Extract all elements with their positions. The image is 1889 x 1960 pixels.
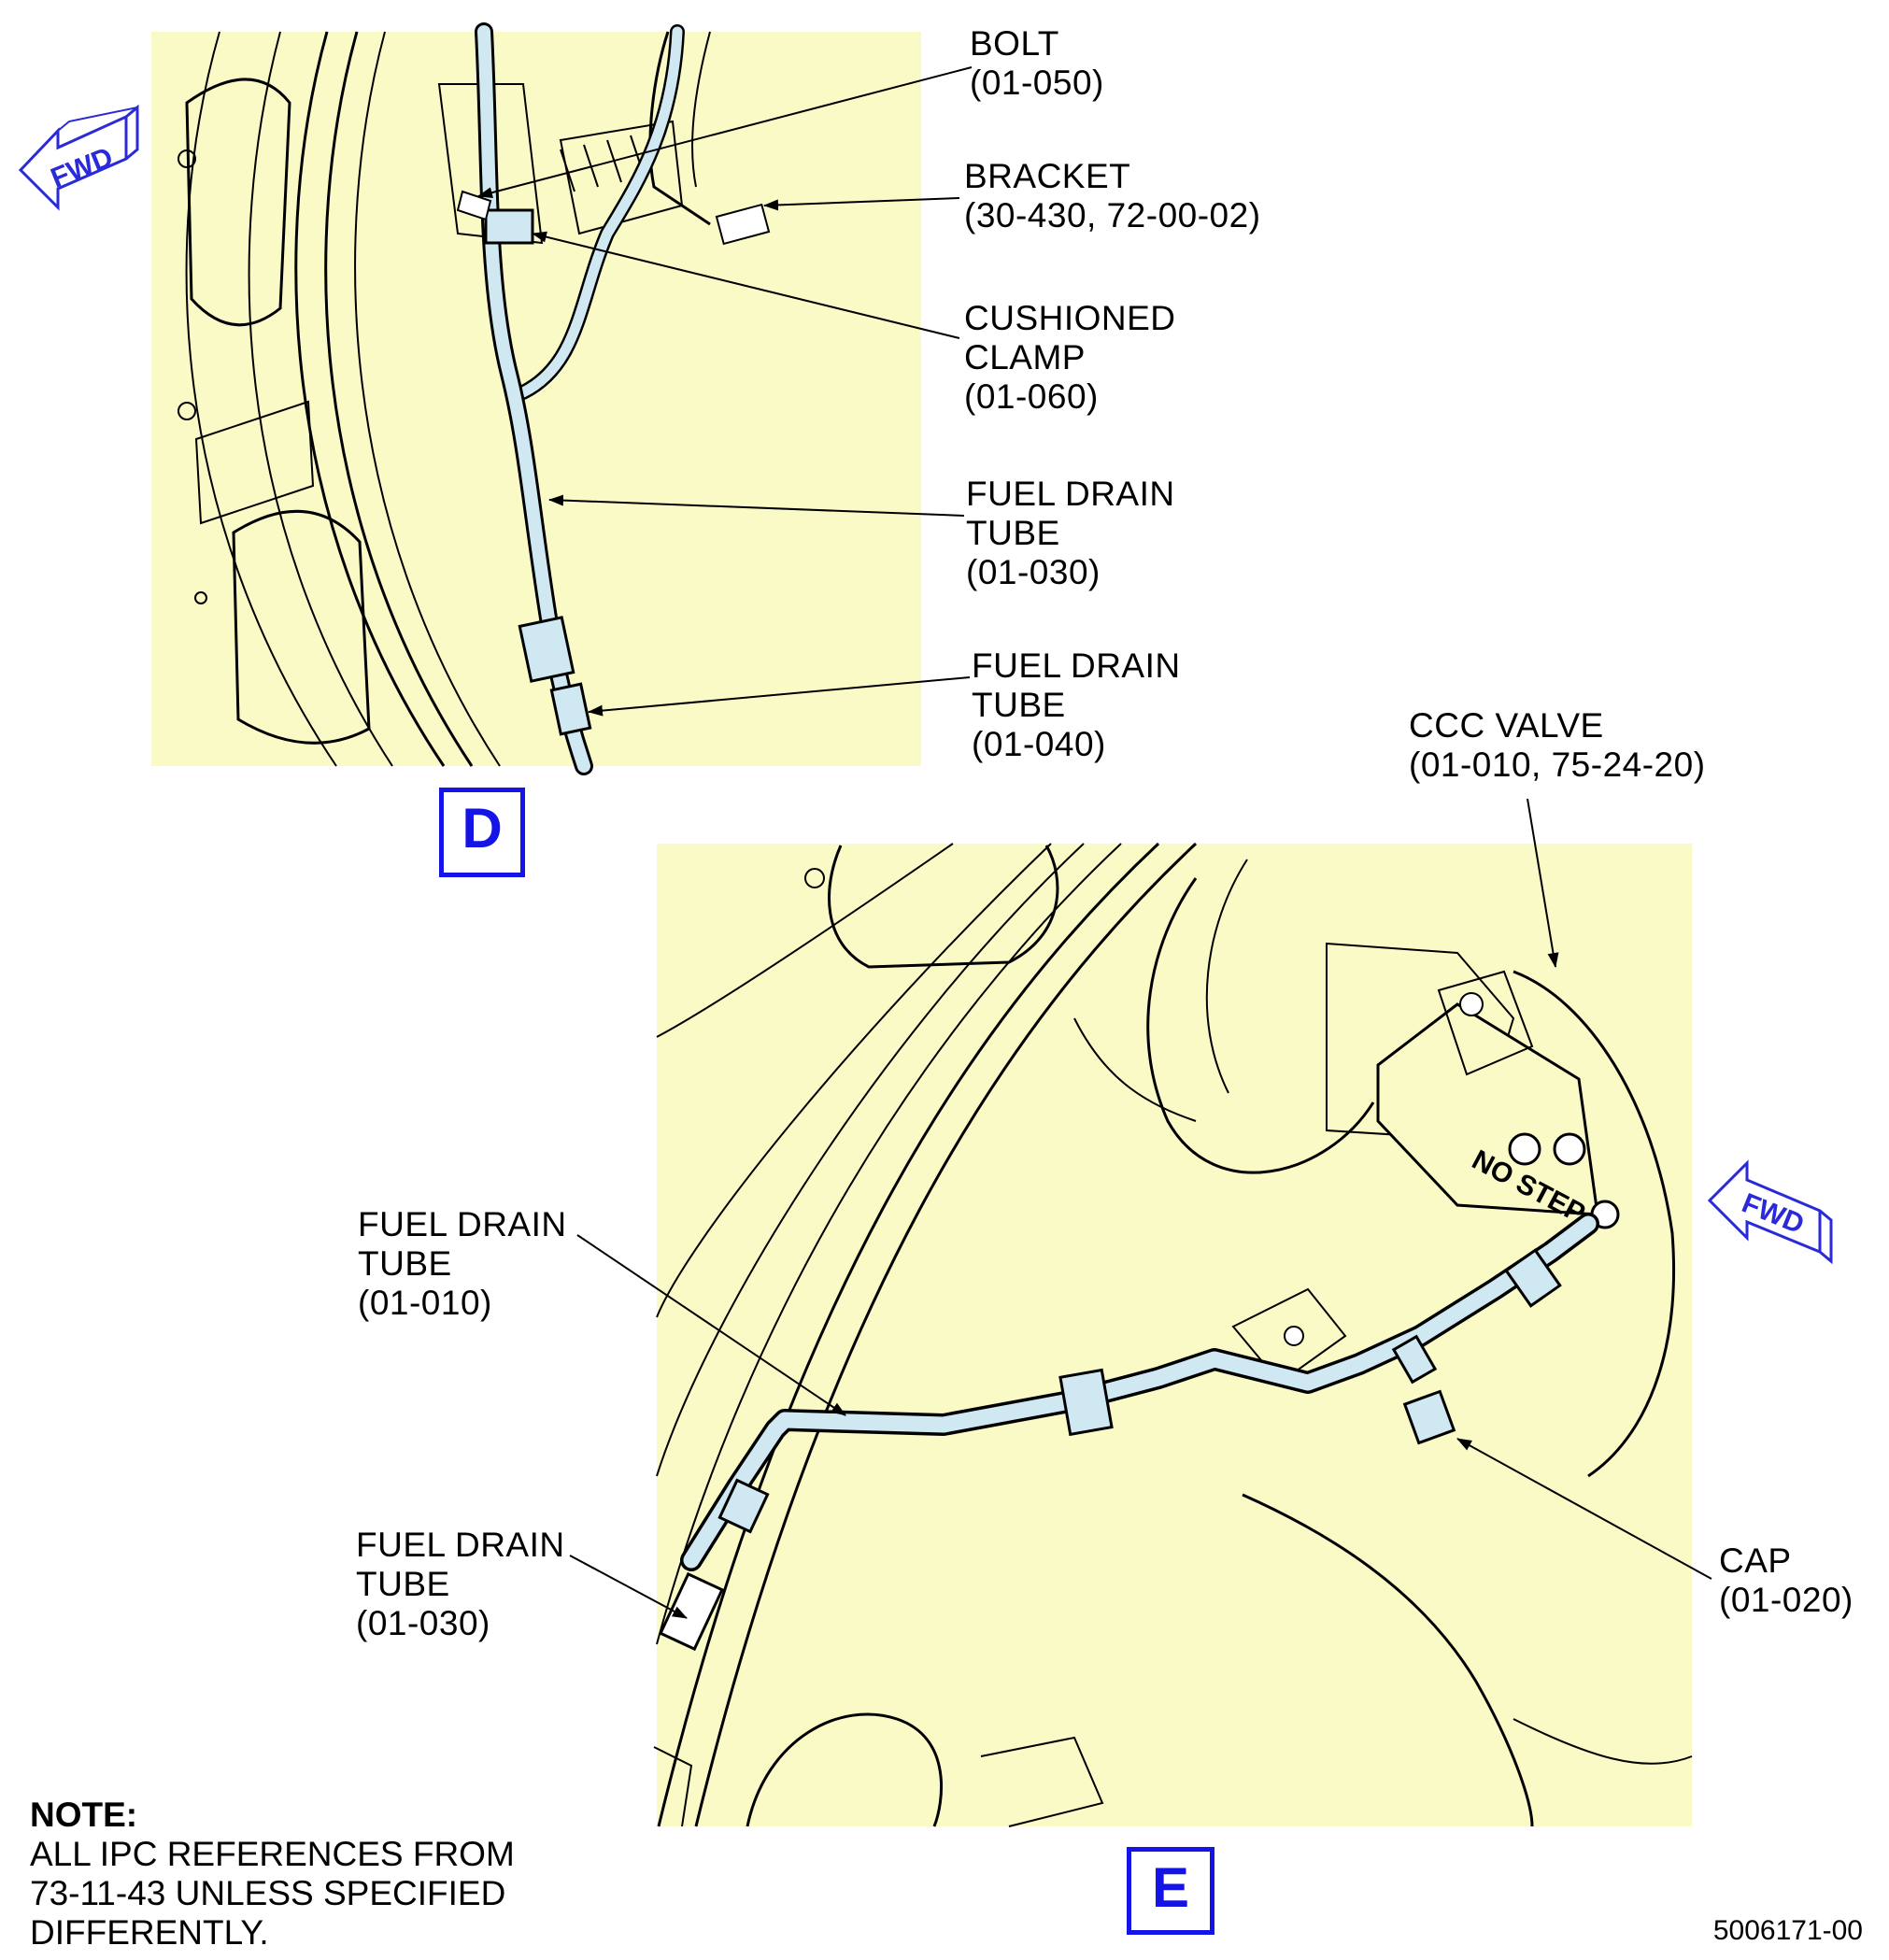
callout-fuel-drain-tube-01-010: FUEL DRAIN TUBE (01-010) [358,1205,567,1322]
general-note: NOTE: ALL IPC REFERENCES FROM 73-11-43 U… [30,1796,515,1953]
view-label-e: E [1127,1847,1214,1935]
callout-ccc-valve: CCC VALVE (01-010, 75-24-20) [1409,706,1706,784]
callout-bolt: BOLT (01-050) [970,24,1104,102]
note-line: 73-11-43 UNLESS SPECIFIED [30,1874,506,1912]
callout-fuel-drain-tube-01-030-e: FUEL DRAIN TUBE (01-030) [356,1526,565,1642]
note-line: DIFFERENTLY. [30,1913,269,1952]
callout-cap: CAP (01-020) [1719,1541,1853,1619]
callout-bracket: BRACKET (30-430, 72-00-02) [964,157,1261,234]
view-d-illustration [151,22,973,775]
callout-fuel-drain-tube-01-040: FUEL DRAIN TUBE (01-040) [972,646,1181,763]
note-title: NOTE: [30,1796,138,1834]
callout-cushioned-clamp: CUSHIONED CLAMP (01-060) [964,299,1176,416]
figure-number: 5006171-00 [1712,1915,1863,1946]
fwd-arrow-icon: FWD [18,104,139,211]
note-line: ALL IPC REFERENCES FROM [30,1835,515,1873]
view-e-illustration: NO STEP [569,798,1712,1827]
view-label-d: D [439,788,525,877]
callout-fuel-drain-tube-01-030-d: FUEL DRAIN TUBE (01-030) [966,475,1175,591]
fwd-arrow-icon: FWD [1707,1159,1833,1265]
